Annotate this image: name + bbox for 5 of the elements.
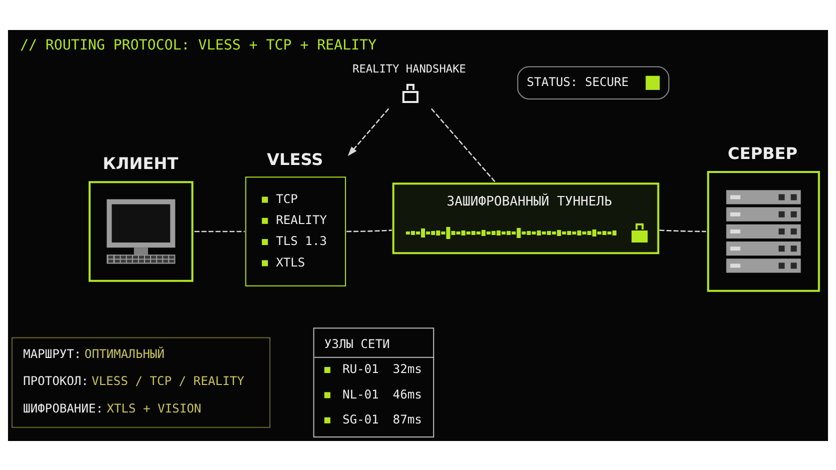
diagram-title: // ROUTING PROTOCOL: VLESS + TCP + REALITY [20,36,376,53]
node-label: VLESS [266,149,324,168]
node-label: КЛИЕНТ [102,153,178,172]
node-label: REALITY HANDSHAKE [352,62,466,76]
node-label: СЕРВЕР [728,143,798,162]
